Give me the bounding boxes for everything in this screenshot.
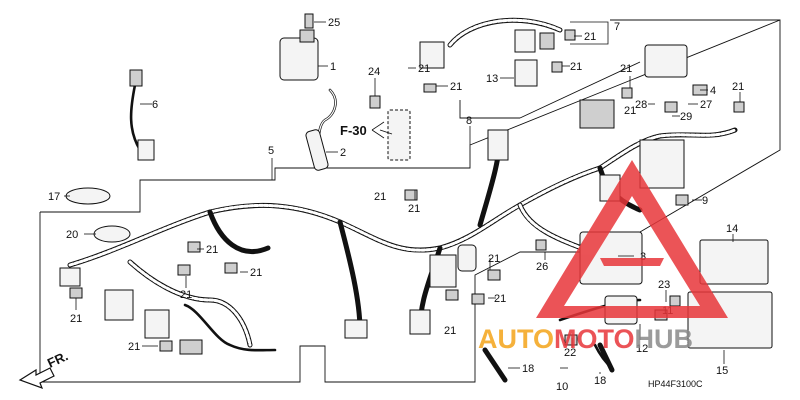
callout-label: 4 [710,85,716,97]
callout-label: 21 [570,61,582,73]
callout-label: 13 [486,73,498,85]
components [59,13,773,383]
front-marker-label: FR. [45,348,70,370]
callout-label: 21 [624,105,636,117]
section-reference: F-30 [340,121,385,139]
callout-labels: 25 1 6 24 21 21 7 21 21 13 21 4 21 28 27… [48,17,744,393]
callout-label: 12 [636,343,648,355]
callout-label: 2 [340,147,346,159]
callout-label: 21 [494,293,506,305]
callout-label: 23 [658,279,670,291]
callout-label: 21 [70,313,82,325]
diagram-ref-code: HP44F3100C [648,379,703,389]
leader-lines [64,21,741,374]
watermark-triangle-icon [536,160,728,318]
callout-label: 21 [444,325,456,337]
callout-label: 20 [66,229,78,241]
callout-label: 5 [268,145,274,157]
callout-label: 6 [152,99,158,111]
callout-label: 21 [128,341,140,353]
callout-label: 21 [408,203,420,215]
callout-label: 26 [536,261,548,273]
front-direction-marker: FR. [18,348,70,390]
callout-label: 15 [716,365,728,377]
callout-label: 1 [330,61,336,73]
callout-label: 21 [450,81,462,93]
callout-label: 7 [614,21,620,33]
callout-label: 21 [620,63,632,75]
section-ref-label: F-30 [340,123,367,138]
callout-label: 10 [556,381,568,393]
callout-label: 25 [328,17,340,29]
callout-label: 24 [368,66,380,78]
callout-label: 21 [732,81,744,93]
watermark-text: AUTOMOTOHUB [478,324,693,354]
front-arrow-icon [18,367,55,390]
callout-label: 17 [48,191,60,203]
callout-label: 8 [466,115,472,127]
callout-label: 14 [726,223,738,235]
callout-label: 21 [180,289,192,301]
callout-label: 21 [418,63,430,75]
callout-label: 21 [206,244,218,256]
callout-label: 21 [374,191,386,203]
callout-label: 18 [594,375,606,387]
watermark: AUTOMOTOHUB [478,160,728,354]
callout-label: 21 [584,31,596,43]
callout-label: 21 [250,267,262,279]
callout-label: 27 [700,99,712,111]
callout-label: 28 [635,99,647,111]
callout-label: 21 [488,253,500,265]
callout-label: 3 [640,251,646,263]
callout-label: 29 [680,111,692,123]
callout-label: 22 [564,347,576,359]
callout-label: 18 [522,363,534,375]
callout-label: 9 [702,195,708,207]
